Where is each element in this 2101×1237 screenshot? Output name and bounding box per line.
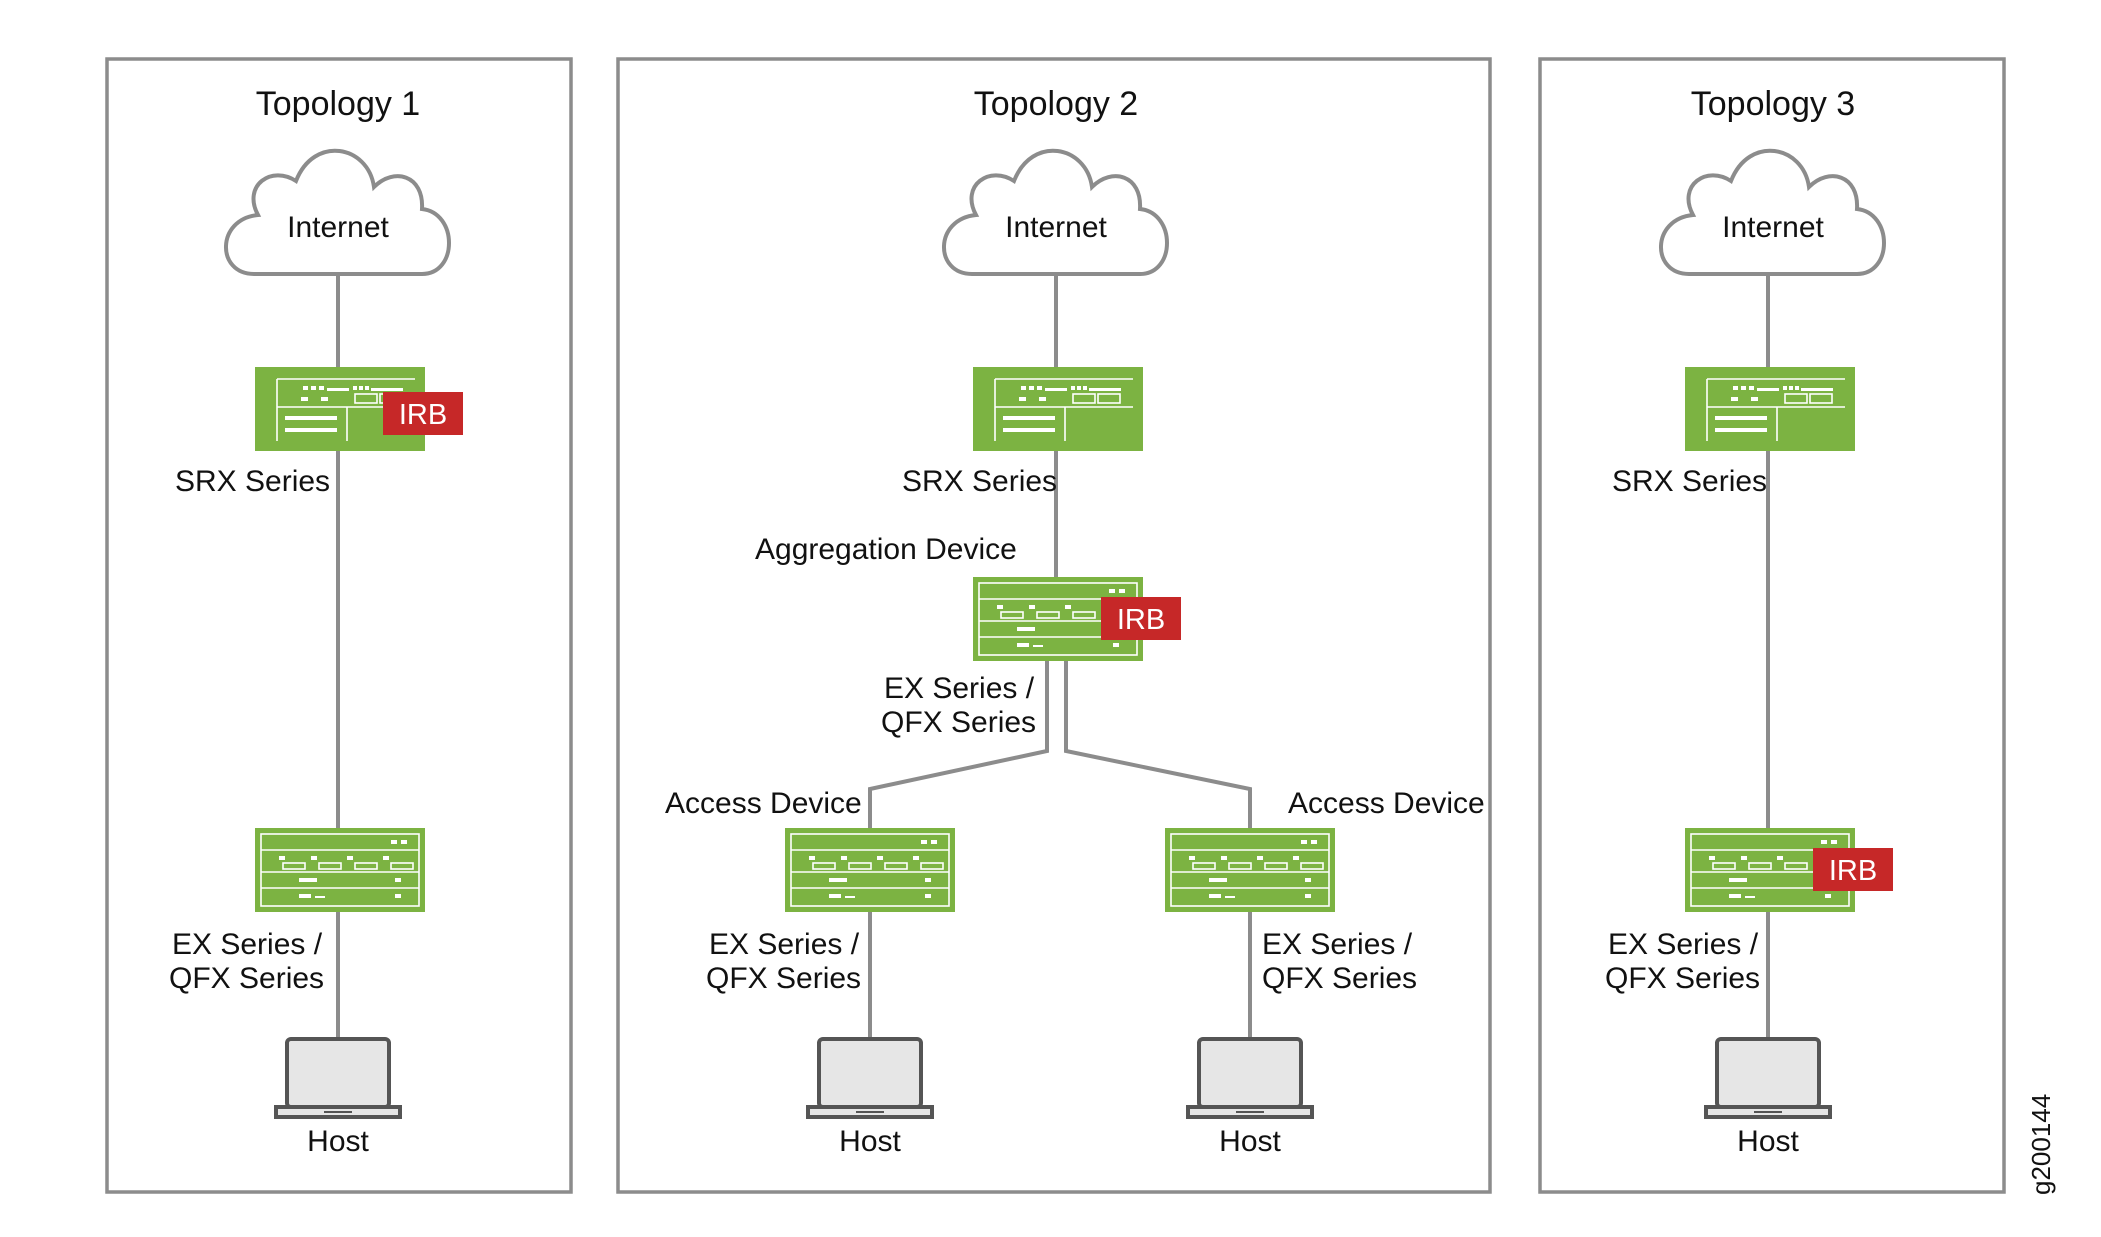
internet-label: Internet [287, 211, 389, 244]
link-aggregation-access-right [1064, 661, 1252, 828]
ex-series-label: EX Series / [884, 672, 1035, 705]
host-label: Host [1219, 1125, 1281, 1158]
host-laptop-icon [274, 1037, 402, 1119]
ex-series-label: EX Series / [1262, 928, 1413, 961]
srx-firewall-icon [972, 366, 1144, 452]
access-switch-icon [1164, 827, 1336, 913]
irb-badge [383, 392, 463, 435]
srx-firewall-icon [1684, 366, 1856, 452]
topology-1: Topology 1 Internet IRB SRX Series EX Se… [169, 85, 463, 1158]
access-device-label: Access Device [665, 787, 862, 820]
srx-series-label: SRX Series [1612, 465, 1767, 498]
ex-series-label: EX Series / [1608, 928, 1759, 961]
qfx-series-label: QFX Series [881, 706, 1036, 739]
host-laptop-icon [1704, 1037, 1832, 1119]
srx-series-label: SRX Series [902, 465, 1057, 498]
topology-2: Topology 2 Internet SRX Series Aggregati… [665, 85, 1485, 1158]
figure-id-label: g200144 [2026, 1094, 2056, 1195]
qfx-series-label: QFX Series [1605, 962, 1760, 995]
aggregation-device-label: Aggregation Device [755, 533, 1017, 566]
link-aggregation-access-left [868, 661, 1049, 828]
topology-3: Topology 3 Internet SRX Series IRB EX Se… [1605, 85, 1893, 1158]
topology-3-frame [1538, 57, 2006, 1194]
topology-3-title: Topology 3 [1691, 85, 1855, 123]
qfx-series-label: QFX Series [706, 962, 861, 995]
host-label: Host [307, 1125, 369, 1158]
internet-label: Internet [1005, 211, 1107, 244]
topology-2-title: Topology 2 [974, 85, 1138, 123]
access-device-label: Access Device [1288, 787, 1485, 820]
ex-series-label: EX Series / [172, 928, 323, 961]
internet-label: Internet [1722, 211, 1824, 244]
srx-series-label: SRX Series [175, 465, 330, 498]
ex-series-label: EX Series / [709, 928, 860, 961]
irb-label: IRB [1829, 855, 1877, 887]
access-switch-icon [784, 827, 956, 913]
topology-1-frame [105, 57, 573, 1194]
topology-1-title: Topology 1 [256, 85, 420, 123]
qfx-series-label: QFX Series [1262, 962, 1417, 995]
topology-2-frame [616, 57, 1492, 1194]
host-laptop-icon [1186, 1037, 1314, 1119]
irb-badge [1813, 848, 1893, 891]
host-label: Host [839, 1125, 901, 1158]
host-label: Host [1737, 1125, 1799, 1158]
irb-label: IRB [399, 399, 447, 431]
irb-badge [1101, 597, 1181, 640]
host-laptop-icon [806, 1037, 934, 1119]
irb-label: IRB [1117, 604, 1165, 636]
qfx-series-label: QFX Series [169, 962, 324, 995]
ex-switch-icon [254, 827, 426, 913]
